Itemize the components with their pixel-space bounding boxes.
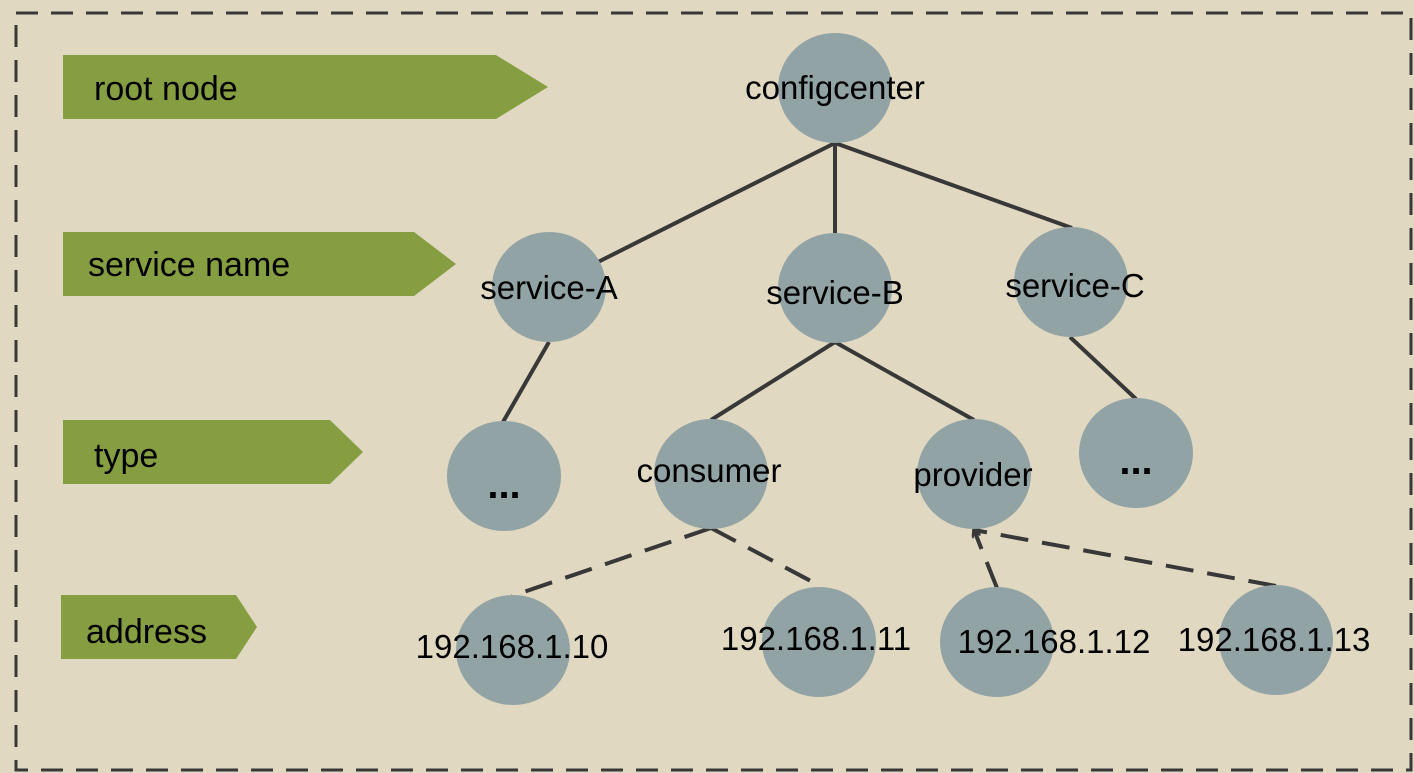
node-ip-12: 192.168.1.12 (940, 587, 1150, 697)
edge-service-a-more (501, 341, 551, 423)
node-label: consumer (637, 452, 782, 489)
level-arrow-root: root node (63, 55, 548, 119)
level-arrow-service: service name (63, 232, 456, 296)
level-arrow-type: type (63, 420, 363, 484)
node-ip-13: 192.168.1.13 (1178, 585, 1371, 695)
node-ip-11: 192.168.1.11 (721, 587, 911, 697)
level-label-root: root node (94, 70, 238, 108)
node-label: 192.168.1.11 (721, 620, 911, 657)
node-label: ... (487, 463, 520, 507)
node-c-more: ... (1079, 398, 1193, 508)
node-label: 192.168.1.13 (1178, 621, 1371, 658)
level-arrows: root node service name type address (61, 55, 548, 659)
edge-ip-13-provider (974, 530, 1277, 588)
node-label: 192.168.1.10 (416, 628, 609, 665)
node-label: service-C (1005, 267, 1144, 304)
edge-ip-12-provider (974, 530, 999, 589)
edge-consumer-ip-11 (710, 526, 823, 589)
node-label: provider (913, 456, 1032, 493)
level-arrow-address: address (61, 595, 257, 659)
node-a-more: ... (447, 421, 561, 531)
node-label: service-A (480, 269, 618, 306)
level-label-address: address (86, 613, 207, 651)
node-configcenter: configcenter (745, 33, 925, 143)
edge-service-c-more (1068, 335, 1138, 401)
node-label: ... (1119, 439, 1152, 483)
node-ip-10: 192.168.1.10 (416, 595, 609, 705)
node-provider: provider (913, 419, 1033, 529)
node-consumer: consumer (637, 419, 782, 529)
node-service-b: service-B (766, 233, 904, 343)
edge-configcenter-service-c (834, 141, 1073, 230)
diagram-frame (14, 11, 1413, 772)
node-service-c: service-C (1005, 227, 1145, 337)
node-label: configcenter (745, 69, 925, 106)
nodes: configcenter service-A service-B service… (416, 33, 1371, 705)
node-label: 192.168.1.12 (958, 623, 1151, 660)
level-label-service: service name (88, 246, 290, 284)
edge-configcenter-service-a (597, 141, 836, 264)
node-service-a: service-A (480, 232, 618, 342)
edge-service-b-consumer (709, 340, 837, 422)
edge-consumer-ip-10 (511, 526, 712, 598)
level-label-type: type (94, 437, 158, 475)
node-label: service-B (766, 274, 904, 311)
edge-service-b-provider (834, 340, 975, 422)
edges (501, 141, 1277, 598)
